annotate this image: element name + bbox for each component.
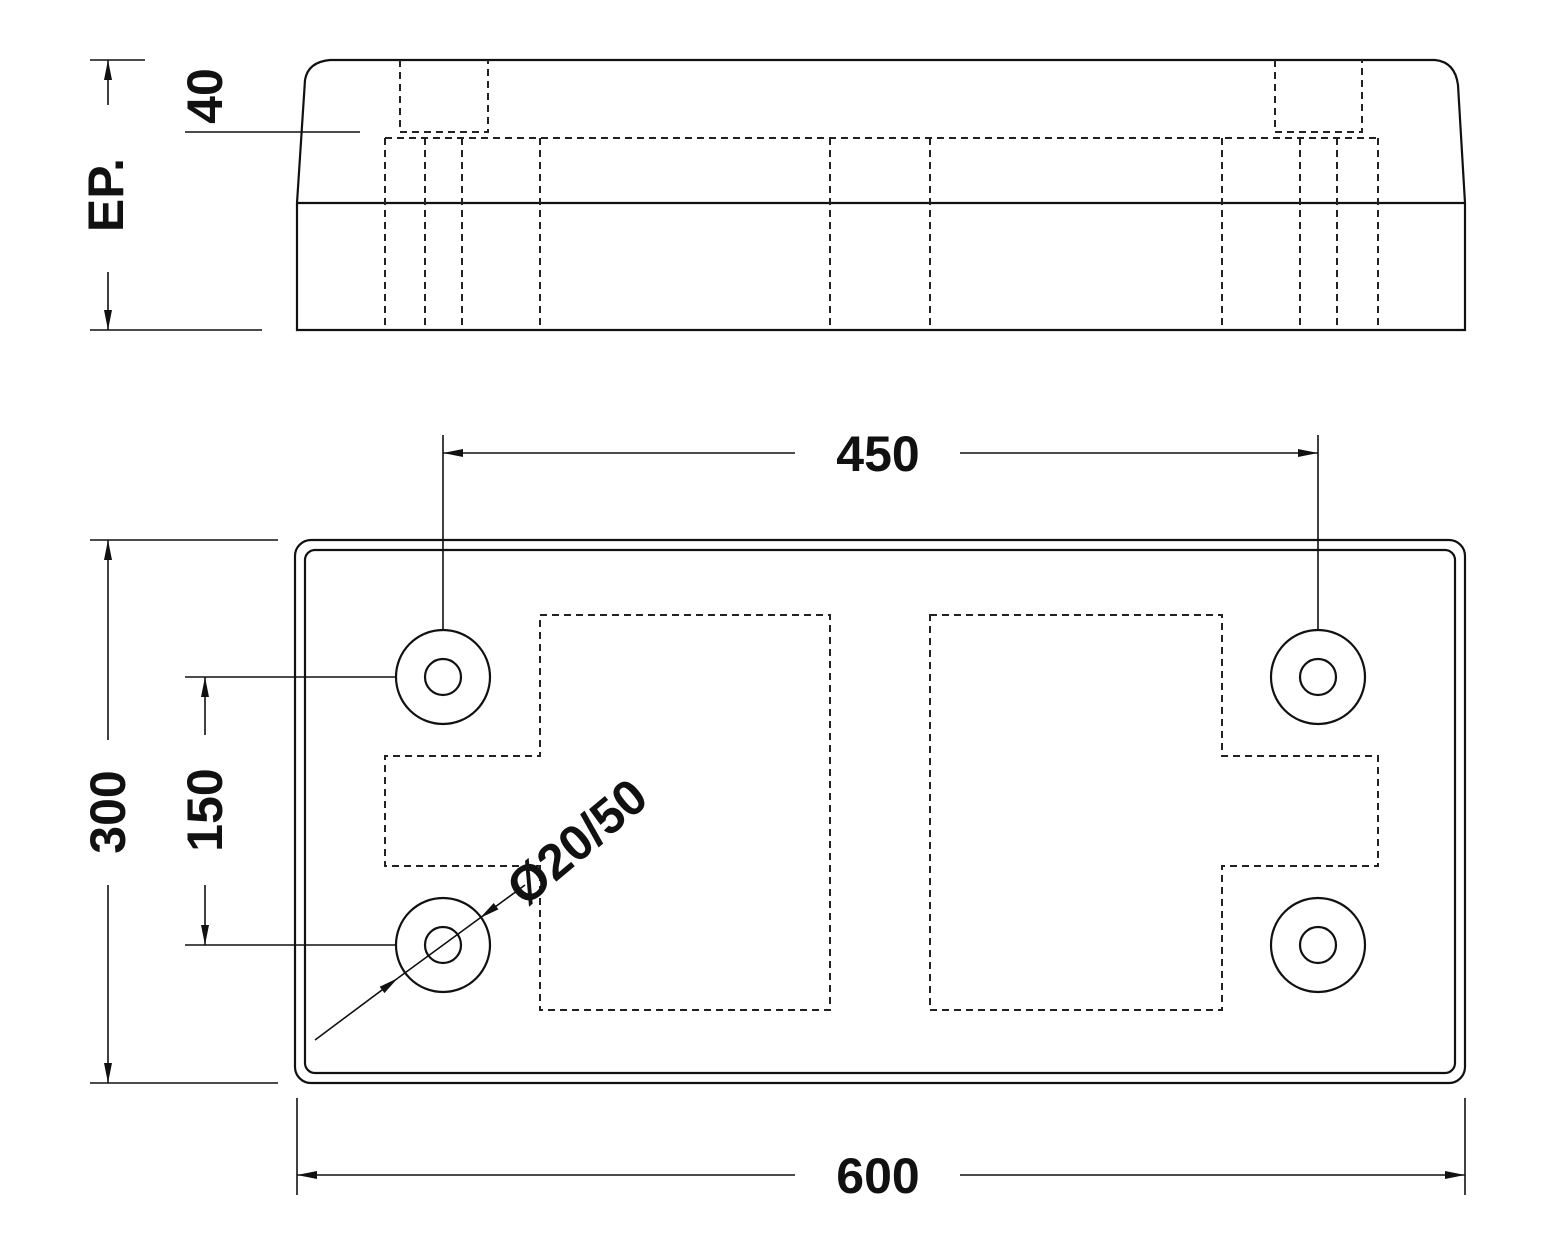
hidden-cavity-left xyxy=(384,614,831,1011)
plan-outer-outline xyxy=(293,538,1467,1085)
dimension-hole-spacing: 450 xyxy=(442,426,1319,630)
hole-vertical-spacing-label: 150 xyxy=(177,768,233,851)
hole-bottom-left xyxy=(394,896,492,994)
hole-spacing-label: 450 xyxy=(836,426,919,482)
plan-inner-outline xyxy=(303,548,1457,1075)
dimension-length: 600 xyxy=(296,1098,1466,1204)
dimension-thickness: EP. xyxy=(78,59,262,331)
dimension-top-depth: 40 xyxy=(177,68,360,133)
elevation-outline xyxy=(295,58,1467,332)
hole-top-right xyxy=(1269,628,1367,726)
side-elevation: EP. 40 xyxy=(78,58,1467,332)
dimension-hole-diameter: Ø20/50 xyxy=(314,768,658,1041)
length-label: 600 xyxy=(836,1148,919,1204)
plan-view: 450 300 150 Ø20/50 600 xyxy=(80,426,1467,1204)
hidden-lines-elevation xyxy=(384,60,1380,330)
hole-diameter-label: Ø20/50 xyxy=(496,768,658,916)
hole-top-left xyxy=(394,628,492,726)
width-label: 300 xyxy=(80,770,136,853)
dimension-hole-vertical-spacing: 150 xyxy=(177,676,395,946)
mounting-holes xyxy=(394,628,1367,994)
thickness-label: EP. xyxy=(78,158,134,232)
hidden-cavity-right xyxy=(929,614,1379,1011)
dimension-width: 300 xyxy=(80,539,278,1084)
top-depth-label: 40 xyxy=(177,68,233,124)
hole-bottom-right xyxy=(1269,896,1367,994)
